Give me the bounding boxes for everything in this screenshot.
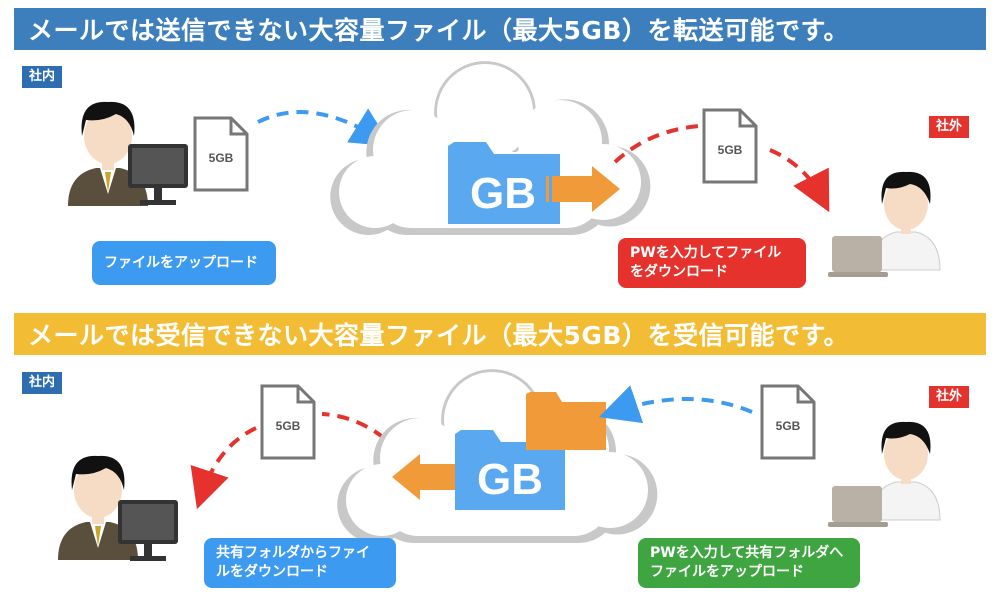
file-size-top-left: 5GB — [209, 151, 234, 165]
folder-icon-top — [448, 142, 560, 224]
shared-upload-step-label: PWを入力して共有フォルダへ ファイルをアップロード — [638, 538, 860, 588]
upload-step-text: ファイルをアップロード — [104, 254, 258, 271]
download-step-label: PWを入力してファイル をダウンロード — [618, 238, 806, 288]
internal-tag-bottom: 社内 — [22, 372, 63, 394]
upload-arrow-top — [257, 108, 392, 147]
download-arrow-bottom-b — [190, 426, 257, 510]
external-tag-top: 社外 — [929, 116, 970, 138]
download-step-text-2: をダウンロード — [630, 264, 728, 280]
shared-download-step-text-1: 共有フォルダからファイ — [216, 545, 370, 561]
receive-section-title: メールでは受信できない大容量ファイル（最大5GB）を受信可能です。 — [14, 313, 986, 355]
download-arrow-bottom-a — [321, 412, 386, 440]
file-size-bottom-right: 5GB — [776, 419, 801, 433]
cloud-gb-label-top: GB — [470, 169, 536, 218]
orange-arrow-left-icon — [392, 454, 460, 500]
external-user-bottom — [871, 421, 941, 521]
upload-arrow-bottom — [598, 385, 753, 424]
download-arrow-top-b — [769, 148, 830, 213]
file-icon-top-right — [702, 108, 758, 184]
shared-download-step-text-2: ルをダウンロード — [216, 564, 328, 580]
file-icon-bottom-right — [760, 384, 816, 460]
download-arrow-top-a — [613, 124, 701, 164]
upload-section-title: メールでは送信できない大容量ファイル（最大5GB）を転送可能です。 — [14, 8, 986, 50]
shared-download-step-label: 共有フォルダからファイ ルをダウンロード — [204, 538, 396, 588]
file-icon-bottom-left — [260, 384, 316, 460]
shared-folder-icon — [526, 392, 606, 450]
external-user-top — [871, 171, 941, 271]
download-step-text-1: PWを入力してファイル — [630, 245, 782, 261]
shared-upload-step-text-1: PWを入力して共有フォルダへ — [650, 545, 844, 561]
laptop-icon-top — [828, 236, 888, 277]
external-tag-bottom: 社外 — [929, 386, 970, 408]
file-size-top-right: 5GB — [718, 143, 743, 157]
shared-upload-step-text-2: ファイルをアップロード — [650, 564, 804, 580]
cloud-gb-label-bottom: GB — [477, 455, 543, 504]
orange-arrow-right-icon — [546, 166, 620, 212]
file-icon-top-left — [193, 116, 249, 192]
laptop-icon-bottom — [828, 486, 888, 527]
internal-tag-top: 社内 — [22, 66, 63, 88]
upload-step-label: ファイルをアップロード — [92, 241, 276, 285]
file-size-bottom-left: 5GB — [276, 419, 301, 433]
